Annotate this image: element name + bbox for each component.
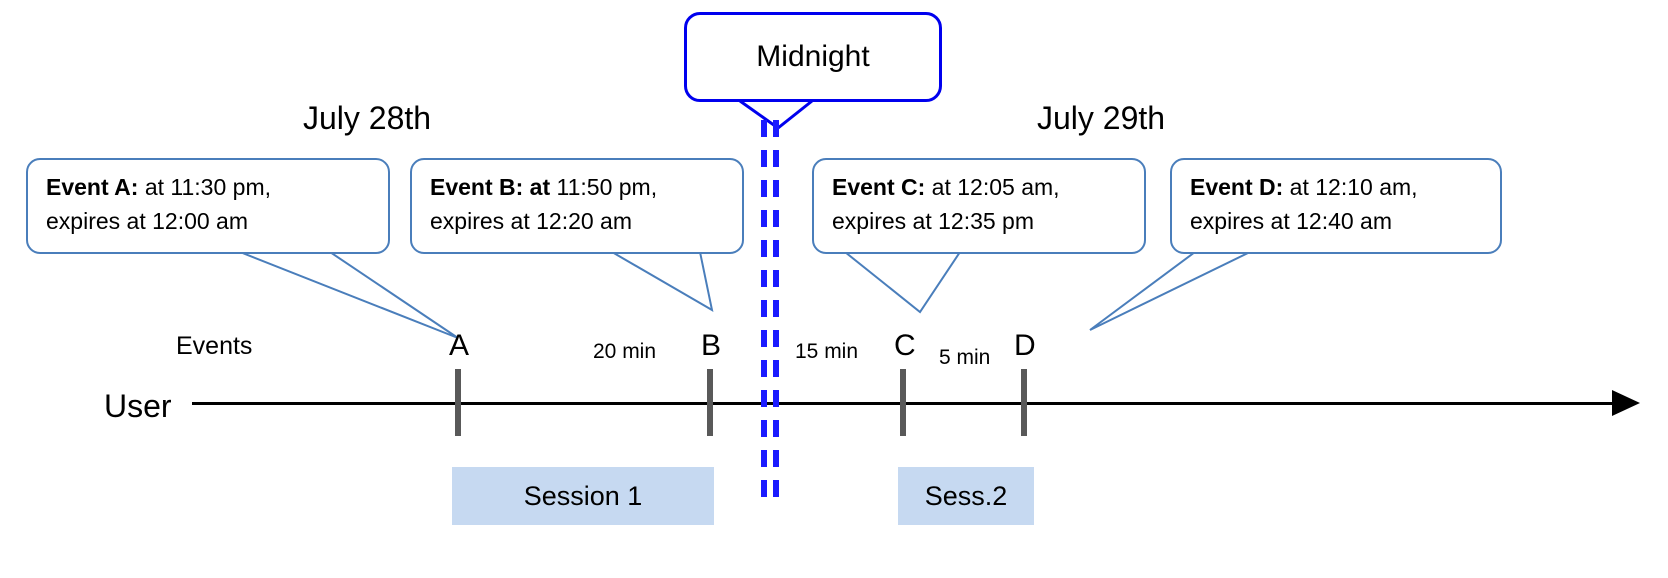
event-letter-a: A	[449, 329, 470, 362]
callout-event-a: Event A: at 11:30 pm, expires at 12:00 a…	[26, 158, 390, 254]
callout-event-b-line1: Event B: at 11:50 pm,	[430, 170, 728, 204]
session-bar-2-label: Sess.2	[924, 480, 1008, 511]
callout-event-c-line1-rest: at 12:05 am,	[925, 174, 1060, 200]
event-letter-b: B	[701, 329, 722, 362]
midnight-divider-line-right	[773, 120, 779, 500]
row-label-user: User	[104, 388, 172, 424]
midnight-label: Midnight	[756, 40, 870, 73]
callout-event-c: Event C: at 12:05 am, expires at 12:35 p…	[812, 158, 1146, 254]
callout-event-c-line2: expires at 12:35 pm	[832, 208, 1035, 234]
timeline-tick-b	[707, 369, 713, 436]
leader-line-event-b	[611, 251, 714, 312]
callout-event-d-line2: expires at 12:40 am	[1190, 208, 1393, 234]
callout-event-b-line2: expires at 12:20 am	[430, 208, 633, 234]
callout-event-d: Event D: at 12:10 am, expires at 12:40 a…	[1170, 158, 1502, 254]
row-label-events: Events	[176, 332, 253, 360]
timeline-tick-c	[900, 369, 906, 436]
session-bar-1-label: Session 1	[523, 480, 643, 511]
leader-line-event-d	[1089, 251, 1251, 331]
callout-event-a-lead: Event A:	[46, 174, 139, 200]
leader-line-event-a	[239, 251, 459, 339]
midnight-divider-line-left	[761, 120, 767, 500]
callout-event-d-line1: Event D: at 12:10 am,	[1190, 170, 1486, 204]
callout-event-a-line1-rest: at 11:30 pm,	[138, 174, 271, 200]
callout-event-c-line1: Event C: at 12:05 am,	[832, 170, 1130, 204]
timeline-tick-a	[455, 369, 461, 436]
callout-event-c-lead: Event C:	[832, 174, 926, 200]
callout-event-d-line1-rest: at 12:10 am,	[1283, 174, 1418, 200]
callout-event-a-line2: expires at 12:00 am	[46, 208, 249, 234]
callout-event-b-line1-rest: 11:50 pm,	[550, 174, 658, 200]
callout-event-d-lead: Event D:	[1190, 174, 1284, 200]
midnight-callout: Midnight	[684, 12, 942, 102]
callout-event-b-lead: Event B: at	[430, 174, 551, 200]
gap-label-a-to-b: 20 min	[593, 340, 657, 363]
date-header-july-29: July 29th	[1037, 100, 1166, 136]
callout-event-b: Event B: at 11:50 pm, expires at 12:20 a…	[410, 158, 744, 254]
leader-line-event-c	[844, 251, 961, 314]
session-bar-1: Session 1	[452, 467, 714, 525]
timeline-tick-d	[1021, 369, 1027, 436]
event-letter-d: D	[1014, 329, 1036, 362]
gap-label-c-to-d: 5 min	[939, 346, 991, 369]
gap-label-b-to-c: 15 min	[795, 340, 859, 363]
event-letter-c: C	[894, 329, 916, 362]
date-header-july-28: July 28th	[303, 100, 432, 136]
callout-event-a-line1: Event A: at 11:30 pm,	[46, 170, 374, 204]
session-bar-2: Sess.2	[898, 467, 1034, 525]
timeline-arrowhead	[1612, 390, 1640, 416]
